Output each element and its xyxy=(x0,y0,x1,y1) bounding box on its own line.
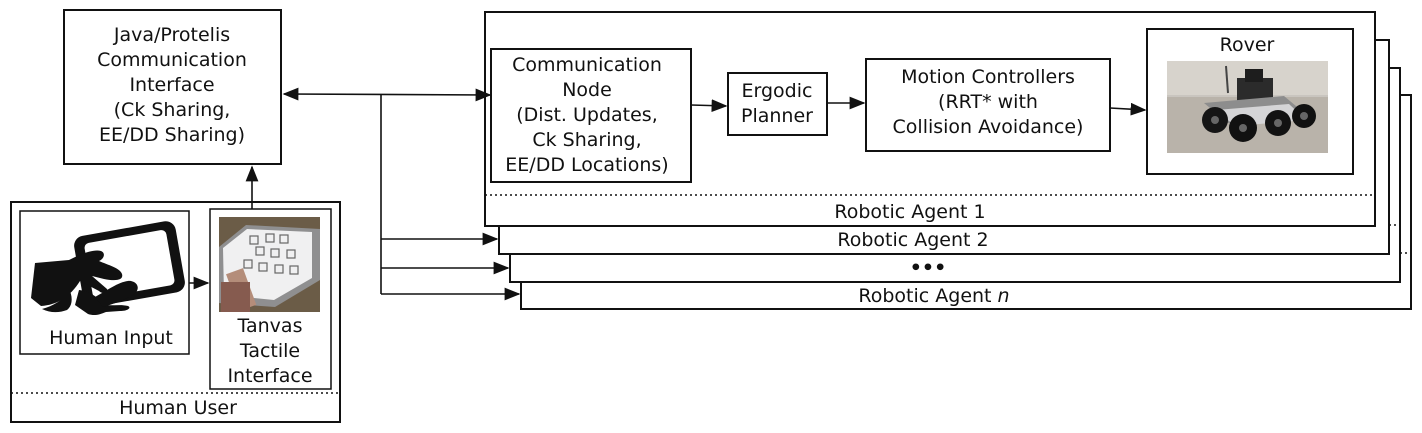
robotic-agent-n-index: n xyxy=(998,285,1010,307)
node-to-planner-arrow xyxy=(690,99,728,112)
communication-node-box: Communication Node (Dist. Updates, Ck Sh… xyxy=(490,48,692,183)
tanvas-line-2: Tactile xyxy=(239,340,300,362)
ergodic-planner-line-1: Ergodic xyxy=(742,80,813,102)
communication-node-line-4: Ck Sharing, xyxy=(532,129,641,151)
rover-photo xyxy=(1167,61,1328,153)
robotic-agent-2-label: Robotic Agent 2 xyxy=(837,229,988,251)
tanvas-line-1: Tanvas xyxy=(237,315,303,337)
robotic-agent-n-prefix: Robotic Agent xyxy=(858,285,997,307)
motion-controllers-line-2: (RRT* with xyxy=(938,91,1038,113)
tanvas-line-3: Interface xyxy=(227,365,312,387)
motion-controllers-box: Motion Controllers (RRT* with Collision … xyxy=(865,58,1111,152)
communication-interface-line-5: EE/DD Sharing) xyxy=(99,124,245,146)
robotic-agent-ellipsis: ••• xyxy=(910,257,946,279)
rover-box: Rover xyxy=(1146,28,1354,175)
human-user-panel: Human User Human Input xyxy=(10,201,341,423)
tanvas-photo xyxy=(219,217,320,312)
communication-interface-line-3: Interface xyxy=(129,74,214,96)
motion-to-rover-arrow xyxy=(1109,102,1147,116)
motion-controllers-line-1: Motion Controllers xyxy=(901,66,1075,88)
tanvas-box: Tanvas Tactile Interface xyxy=(209,208,332,390)
ergodic-planner-line-2: Planner xyxy=(741,105,813,127)
human-input-box: Human Input xyxy=(19,210,190,355)
human-user-label: Human User xyxy=(119,397,237,419)
human-input-label: Human Input xyxy=(49,327,173,349)
rover-label: Rover xyxy=(1220,34,1275,56)
ergodic-planner-box: Ergodic Planner xyxy=(727,72,828,136)
communication-interface-line-4: (Ck Sharing, xyxy=(114,99,231,121)
communication-interface-line-1: Java/Protelis xyxy=(113,24,230,46)
connectors xyxy=(189,87,1147,301)
tablet-hand-icon xyxy=(31,221,185,316)
interface-to-node-arrow xyxy=(282,87,492,102)
communication-node-line-1: Communication xyxy=(512,54,662,76)
communication-interface-box: Java/Protelis Communication Interface (C… xyxy=(63,9,282,165)
motion-controllers-line-3: Collision Avoidance) xyxy=(893,116,1084,138)
communication-node-line-2: Node xyxy=(562,79,612,101)
communication-node-line-5: EE/DD Locations) xyxy=(505,154,668,176)
robotic-agent-1-label: Robotic Agent 1 xyxy=(834,201,985,223)
communication-node-line-3: (Dist. Updates, xyxy=(516,104,658,126)
robotic-agent-n-label: Robotic Agent n xyxy=(858,285,1009,307)
communication-interface-line-2: Communication xyxy=(97,49,247,71)
